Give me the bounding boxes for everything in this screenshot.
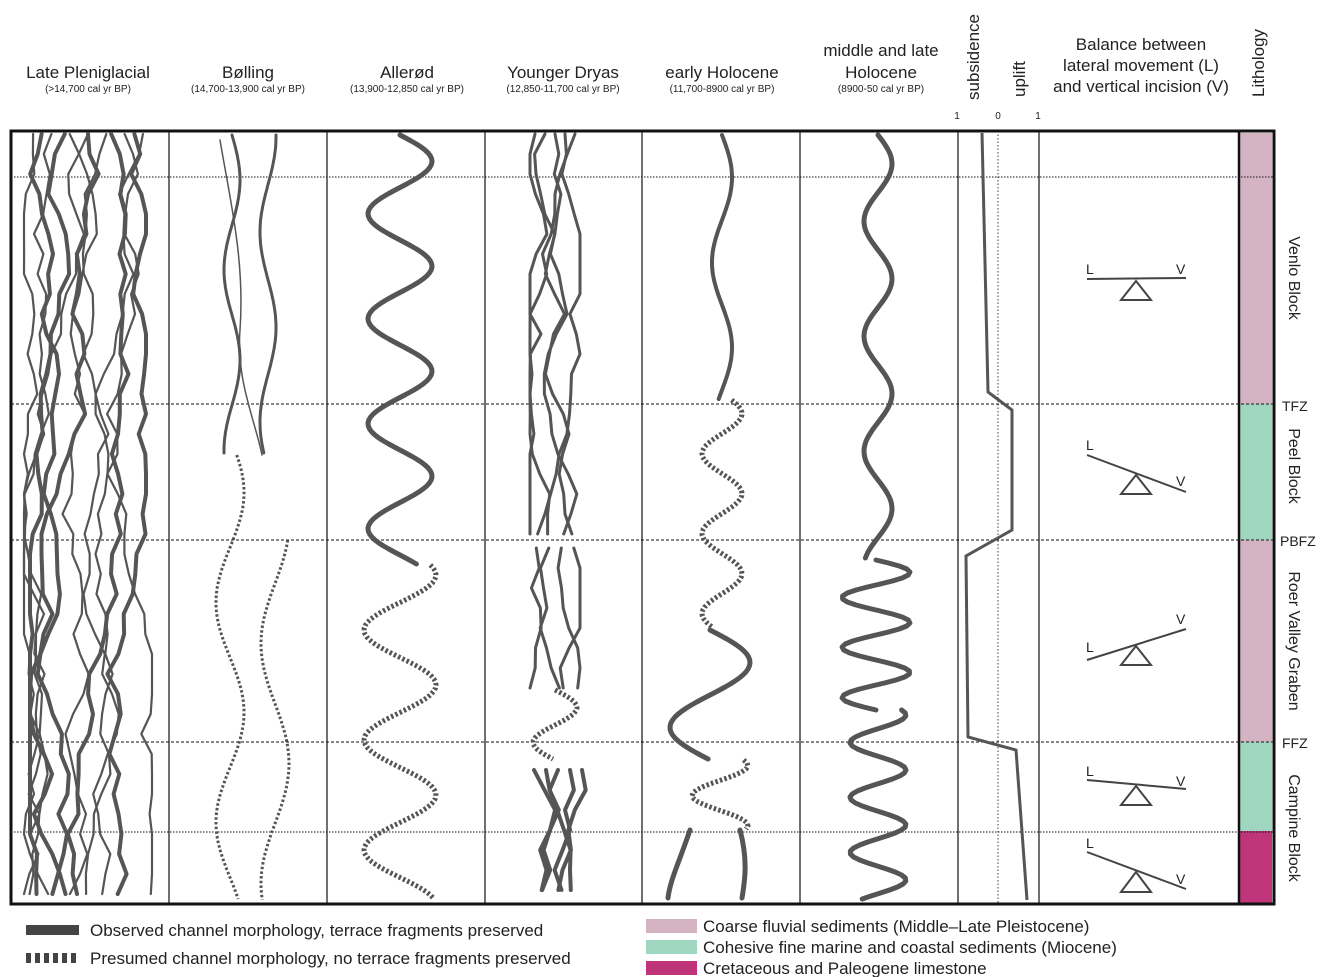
lith-venlo-coarse	[1240, 133, 1272, 404]
block-label-rvg: Roer Valley Graben	[1285, 571, 1302, 710]
bolling-channel-presumed	[261, 540, 289, 900]
balance-L: L	[1086, 835, 1094, 851]
eh-channel-presumed	[702, 400, 742, 628]
legend-coarse-swatch	[646, 919, 697, 933]
balance-rvg: L V	[1086, 611, 1186, 665]
allerod-meander-presumed	[364, 565, 436, 898]
uplift-label: uplift	[1010, 61, 1029, 97]
tick-zero: 0	[995, 111, 1001, 122]
legend-coarse-label: Coarse fluvial sediments (Middle–Late Pl…	[703, 917, 1089, 936]
lith-campine-cohesive	[1240, 742, 1272, 831]
header-middle-late-holocene-2: Holocene	[845, 63, 917, 82]
lithology-label: Lithology	[1249, 28, 1268, 97]
balance-V: V	[1176, 871, 1186, 887]
bolling-channel	[224, 135, 240, 453]
range-middle-late-holocene: (8900-50 cal yr BP)	[838, 84, 924, 95]
eh-channel-presumed	[692, 760, 748, 829]
range-younger-dryas: (12,850-11,700 cal yr BP)	[506, 84, 619, 95]
balance-title-3: and vertical incision (V)	[1053, 77, 1229, 96]
lith-peel-cohesive	[1240, 404, 1272, 540]
lith-campine-limestone	[1240, 831, 1272, 903]
header-early-holocene: early Holocene	[665, 63, 778, 82]
balance-peel: L V	[1086, 437, 1186, 494]
eh-meander	[670, 630, 750, 759]
range-early-holocene: (11,700-8900 cal yr BP)	[670, 84, 775, 95]
legend-cohesive-swatch	[646, 940, 697, 954]
tectonic-movement-line	[966, 133, 1027, 900]
eh-channel	[668, 830, 745, 898]
bolling-channel	[260, 135, 276, 453]
frame	[11, 131, 1274, 904]
range-late-pleniglacial: (>14,700 cal yr BP)	[45, 84, 131, 95]
yd-braided-presumed	[560, 548, 580, 688]
range-bolling: (14,700-13,900 cal yr BP)	[191, 84, 305, 95]
mlh-meander	[850, 710, 906, 899]
balance-V: V	[1176, 611, 1186, 627]
balance-campine-cohesive: L V	[1086, 763, 1186, 805]
header-late-pleniglacial: Late Pleniglacial	[26, 63, 150, 82]
balance-title-1: Balance between	[1076, 35, 1206, 54]
block-label-venlo: Venlo Block	[1285, 236, 1302, 321]
tick-subsidence-1: 1	[954, 111, 960, 122]
mlh-meander	[864, 135, 892, 558]
balance-L: L	[1086, 639, 1094, 655]
legend: Observed channel morphology, terrace fra…	[26, 917, 1117, 977]
legend-observed-swatch	[26, 925, 79, 935]
legend-observed-label: Observed channel morphology, terrace fra…	[90, 921, 543, 940]
zone-label-tfz: TFZ	[1282, 398, 1308, 414]
lith-rvg-coarse	[1240, 540, 1272, 742]
eh-channel	[712, 135, 732, 399]
balance-title-2: lateral movement (L)	[1063, 56, 1219, 75]
yd-channel-presumed	[533, 690, 577, 759]
legend-cohesive-label: Cohesive fine marine and coastal sedimen…	[703, 938, 1117, 957]
balance-campine-limestone: L V	[1086, 835, 1186, 892]
allerod-meander	[368, 135, 432, 564]
braided-channel	[84, 134, 143, 894]
channel-patterns	[24, 134, 910, 900]
balance-venlo: L V	[1086, 261, 1186, 300]
balance-L: L	[1086, 437, 1094, 453]
zone-label-ffz: FFZ	[1282, 735, 1308, 751]
mlh-meander	[842, 560, 910, 710]
legend-limestone-swatch	[646, 961, 697, 975]
subsidence-label: subsidence	[964, 14, 983, 100]
lithology-column	[1240, 133, 1272, 903]
range-allerod: (13,900-12,850 cal yr BP)	[350, 84, 464, 95]
header-middle-late-holocene-1: middle and late	[823, 41, 938, 60]
balance-L: L	[1086, 763, 1094, 779]
legend-limestone-label: Cretaceous and Paleogene limestone	[703, 959, 987, 977]
braided-channel	[86, 134, 139, 894]
balance-L: L	[1086, 261, 1094, 277]
balance-V: V	[1176, 261, 1186, 277]
tick-uplift-1: 1	[1035, 111, 1041, 122]
balance-V: V	[1176, 773, 1186, 789]
block-label-peel: Peel Block	[1285, 428, 1302, 505]
header-allerod: Allerød	[380, 63, 434, 82]
header-younger-dryas: Younger Dryas	[507, 63, 619, 82]
balance-V: V	[1176, 473, 1186, 489]
period-headers: Late Pleniglacial (>14,700 cal yr BP) Bø…	[26, 14, 1268, 122]
zone-label-pbfz: PBFZ	[1280, 533, 1316, 549]
header-bolling: Bølling	[222, 63, 274, 82]
legend-presumed-label: Presumed channel morphology, no terrace …	[90, 949, 571, 968]
yd-braided-presumed	[540, 548, 559, 688]
block-label-campine: Campine Block	[1285, 774, 1302, 883]
